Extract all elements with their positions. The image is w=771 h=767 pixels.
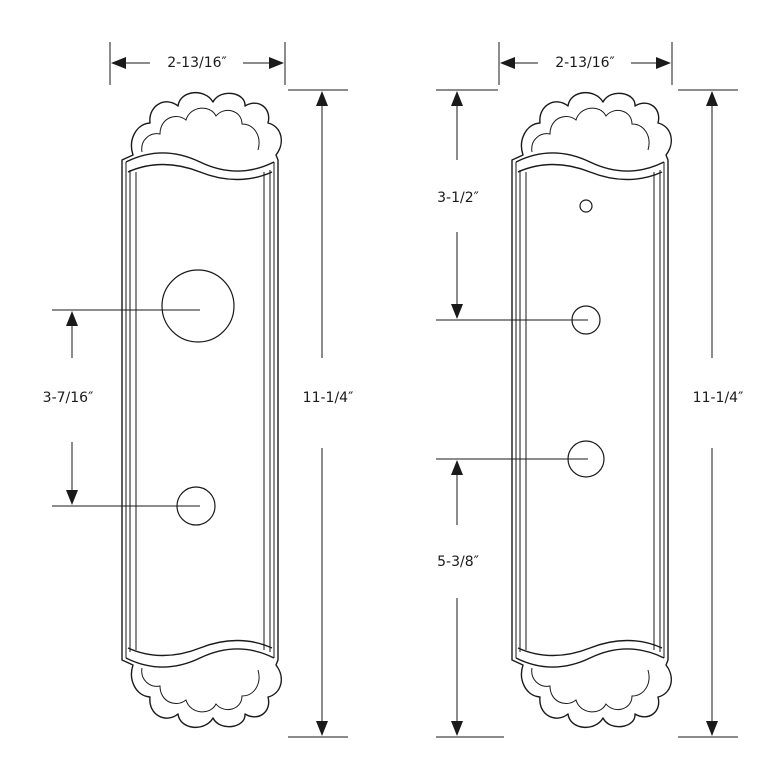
left-width-arrow-right — [269, 57, 284, 69]
right-height-arrow-top — [706, 91, 718, 106]
left-width-dimension: 2-13/16″ — [109, 42, 286, 85]
right-height-arrow-bottom — [706, 721, 718, 736]
right-bottom-offset-label: 5-3/8″ — [437, 554, 479, 570]
right-height-label: 11-1/4″ — [693, 390, 744, 406]
left-height-arrow-top — [316, 91, 328, 106]
right-top-arrow-bottom — [451, 304, 463, 319]
right-plate-bottom-crown-inner — [531, 667, 650, 713]
right-backplate — [511, 92, 672, 728]
right-plate-inner-rail-left — [519, 170, 527, 652]
right-width-label: 2-13/16″ — [555, 55, 615, 71]
right-plate-inner-frame — [515, 162, 665, 658]
right-top-arrow-top — [451, 91, 463, 106]
left-plate-top-wave — [125, 152, 275, 181]
left-spacing-dimension: 3-7/16″ — [43, 309, 200, 507]
right-bottom-arrow-bottom — [451, 721, 463, 736]
left-spacing-label: 3-7/16″ — [43, 390, 94, 406]
right-plate-bottom-wave — [515, 639, 665, 668]
left-backplate — [121, 92, 282, 728]
left-plate-large-hole — [161, 269, 235, 343]
left-plate-outline — [121, 92, 282, 728]
left-height-arrow-bottom — [316, 721, 328, 736]
right-height-dimension: 11-1/4″ — [678, 89, 744, 738]
left-spacing-arrow-top — [66, 311, 78, 326]
left-plate-bottom-wave — [125, 639, 275, 668]
left-height-label: 11-1/4″ — [303, 390, 354, 406]
left-plate-inner-frame — [125, 162, 275, 658]
left-spacing-arrow-bottom — [66, 490, 78, 505]
right-plate-outline — [511, 92, 672, 728]
left-width-label: 2-13/16″ — [167, 55, 227, 71]
left-plate-bottom-crown-inner — [141, 667, 260, 713]
right-plate-screw-hole — [579, 199, 593, 213]
right-bottom-arrow-top — [451, 460, 463, 475]
left-plate-inner-rail-right — [263, 170, 271, 652]
right-plate-inner-rail-right — [653, 170, 661, 652]
right-plate-top-crown-inner — [531, 107, 650, 153]
right-top-offset-dimension: 3-1/2″ — [436, 89, 588, 321]
right-width-arrow-right — [656, 57, 671, 69]
right-width-arrow-left — [500, 57, 515, 69]
right-top-offset-label: 3-1/2″ — [437, 190, 479, 206]
left-plate-top-crown-inner — [141, 107, 260, 153]
right-bottom-offset-dimension: 5-3/8″ — [436, 458, 588, 738]
right-plate-top-wave — [515, 152, 665, 181]
left-plate-inner-rail-left — [129, 170, 137, 652]
left-width-arrow-left — [111, 57, 126, 69]
left-height-dimension: 11-1/4″ — [288, 89, 354, 738]
right-width-dimension: 2-13/16″ — [498, 42, 673, 85]
